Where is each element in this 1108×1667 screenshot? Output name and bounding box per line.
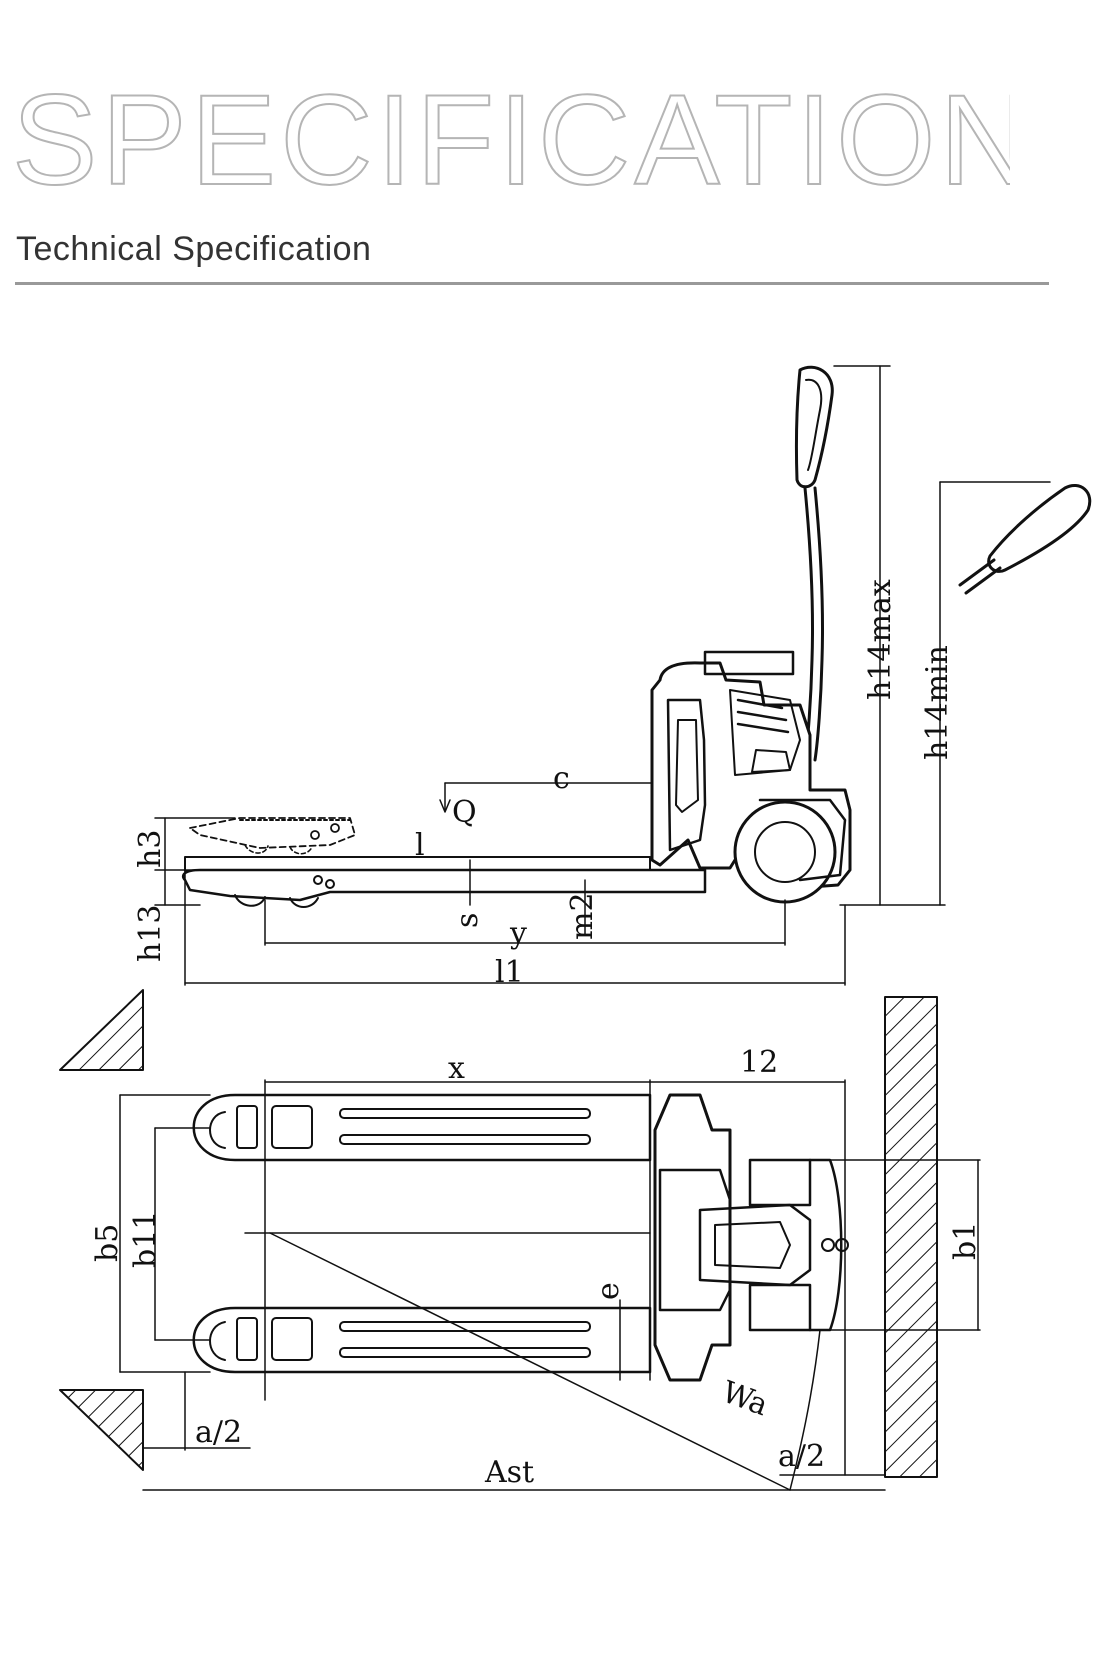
label-h13: h13: [133, 905, 168, 963]
hero-title: SPECIFICATION: [11, 72, 1010, 202]
tiller-handle-icon: [794, 365, 834, 489]
stop-top-left: [59, 989, 144, 1071]
label-b5: b5: [90, 1224, 125, 1262]
label-b11: b11: [128, 1211, 163, 1268]
label-e: e: [591, 1282, 626, 1300]
hero-title-text: SPECIFICATION: [12, 72, 1010, 202]
label-y: y: [509, 916, 527, 951]
stop-bottom-left: [59, 1389, 144, 1471]
label-Q: Q: [452, 795, 477, 830]
label-a-half-left: a/2: [195, 1415, 242, 1450]
truck-body-top: [653, 1093, 732, 1382]
section-divider: [15, 282, 1049, 285]
top-view: x 12 b5 b11 b1 e Wa a/2 a/2 Ast: [59, 989, 983, 1491]
label-m2: m2: [565, 892, 600, 940]
fork-lower: [192, 1306, 652, 1374]
section-subtitle: Technical Specification: [16, 230, 372, 268]
label-s: s: [450, 913, 485, 928]
label-Ast: Ast: [484, 1455, 534, 1490]
aisle-wall: [884, 996, 938, 1478]
label-l: l: [415, 828, 425, 863]
label-h3: h3: [133, 830, 168, 868]
fork-upper: [192, 1093, 652, 1162]
label-a-half-right: a/2: [778, 1439, 825, 1474]
label-x: x: [448, 1051, 465, 1086]
label-b1: b1: [948, 1222, 983, 1260]
label-h14min: h14min: [920, 645, 955, 760]
label-c: c: [553, 761, 570, 796]
drive-wheel-icon: [733, 800, 837, 904]
label-Wa: Wa: [717, 1375, 772, 1424]
label-h14max: h14max: [863, 579, 898, 700]
label-l2: 12: [740, 1045, 778, 1080]
label-l1: l1: [495, 955, 524, 990]
tiller-handle-lowered-icon: [958, 484, 1092, 595]
side-view: h14max h14min c Q l h3 h13 s m2 y l1: [133, 365, 1092, 990]
